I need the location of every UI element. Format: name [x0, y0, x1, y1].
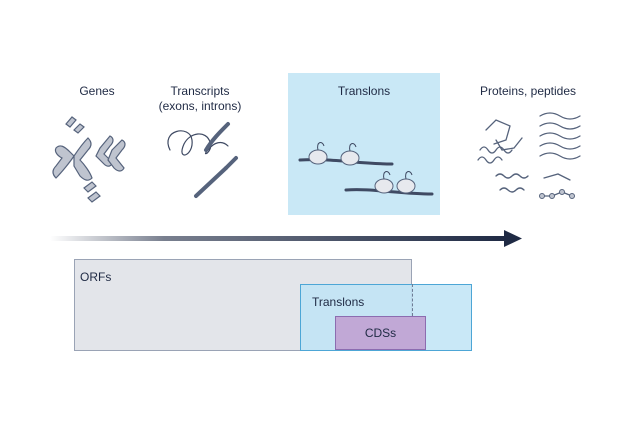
proteins-label: Proteins, peptides	[479, 84, 577, 98]
translons-box-label: Translons	[312, 295, 365, 309]
transcripts-label: Transcripts	[170, 84, 230, 98]
transcript-icon	[167, 122, 238, 198]
genes-label: Genes	[79, 84, 115, 98]
orfs-boundary-dashed-line	[412, 284, 413, 316]
cds-box	[335, 316, 426, 350]
ribosome-icon	[298, 142, 434, 196]
chromosome-icon	[52, 116, 126, 203]
translons-stage-label: Translons	[337, 84, 391, 98]
progression-arrow	[50, 230, 522, 247]
orfs-label: ORFs	[80, 270, 112, 284]
transcripts-sublabel: (exons, introns)	[158, 99, 242, 113]
cds-label: CDSs	[364, 326, 397, 340]
peptide-beads-icon	[539, 189, 575, 199]
protein-icon	[477, 112, 581, 197]
